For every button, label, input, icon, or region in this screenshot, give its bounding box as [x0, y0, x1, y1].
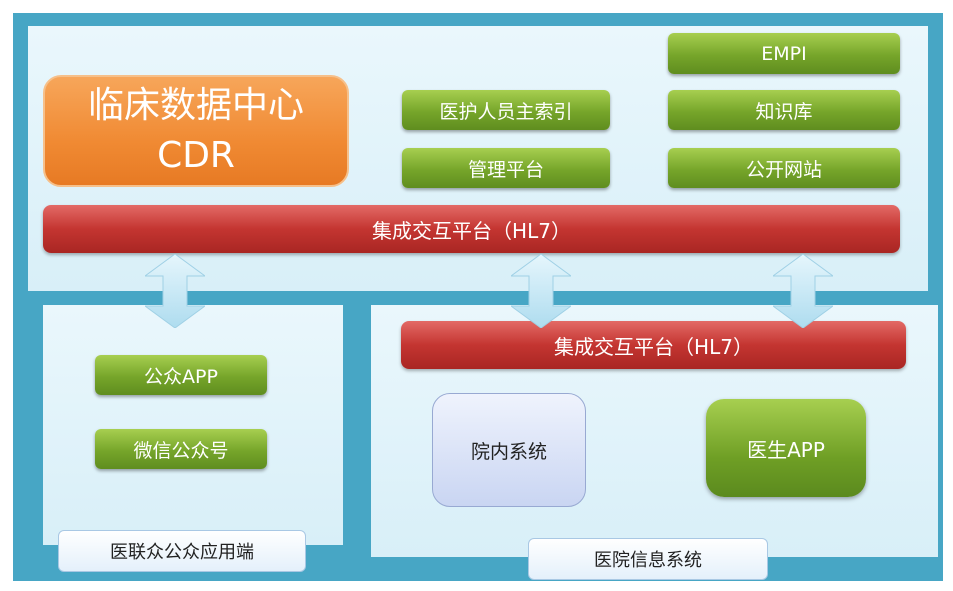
cdr-subtitle: CDR [157, 135, 235, 176]
public-panel [43, 305, 343, 545]
public-app-button: 公众APP [95, 355, 267, 395]
architecture-diagram: 临床数据中心 CDR EMPI 医护人员主索引 知识库 管理平台 公开网站 集成… [13, 13, 943, 581]
wechat-account-button: 微信公众号 [95, 429, 267, 469]
doctor-app-box: 医生APP [706, 399, 866, 497]
public-panel-label: 医联众公众应用端 [58, 530, 306, 572]
module-staff-index: 医护人员主索引 [402, 90, 610, 130]
hospital-panel-label: 医院信息系统 [528, 538, 768, 580]
double-arrow-icon [773, 254, 833, 328]
module-website: 公开网站 [668, 148, 900, 188]
module-knowledge: 知识库 [668, 90, 900, 130]
cdr-box: 临床数据中心 CDR [43, 75, 349, 187]
cdr-title: 临床数据中心 [87, 85, 304, 126]
double-arrow-icon [511, 254, 571, 328]
module-management: 管理平台 [402, 148, 610, 188]
internal-system-box: 院内系统 [432, 393, 586, 507]
integration-platform-top: 集成交互平台（HL7） [43, 205, 900, 253]
integration-platform-hospital: 集成交互平台（HL7） [401, 321, 906, 369]
module-empi: EMPI [668, 33, 900, 74]
double-arrow-icon [145, 254, 205, 328]
